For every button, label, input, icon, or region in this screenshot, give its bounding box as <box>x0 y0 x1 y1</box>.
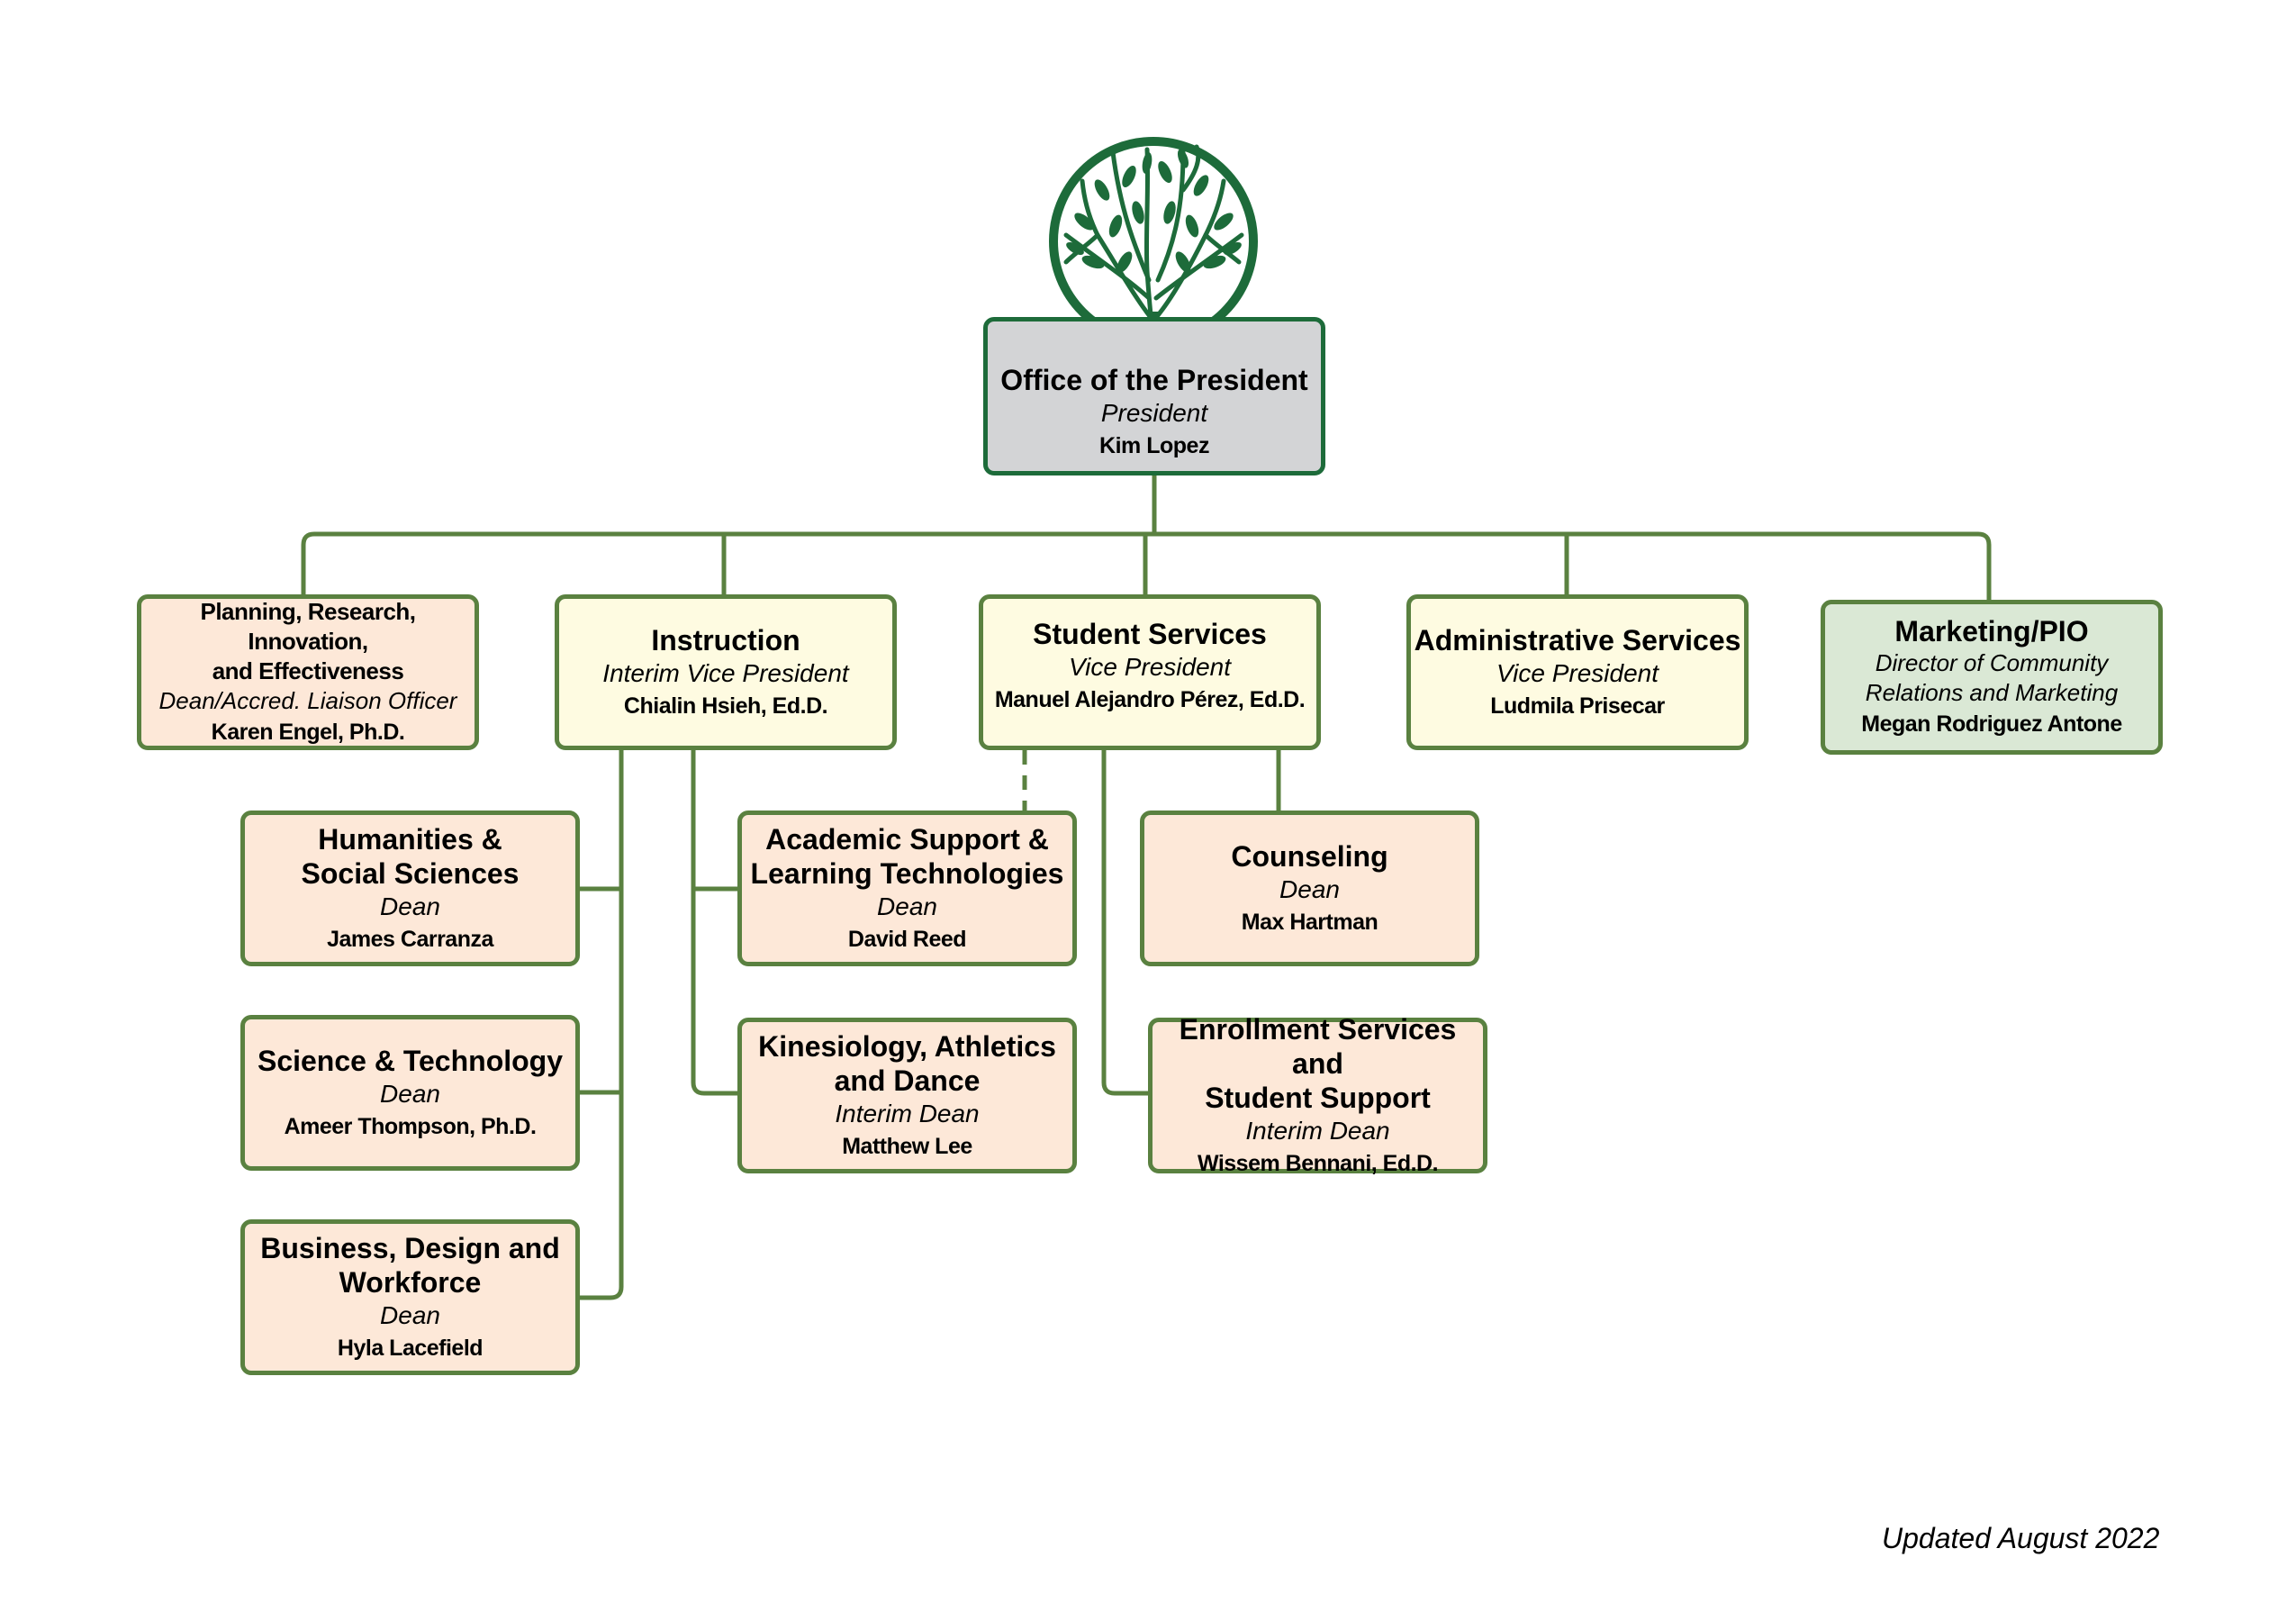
unit-title-line: Humanities & <box>318 822 502 856</box>
unit-title-line: Business, Design and <box>260 1231 560 1264</box>
unit-title-line: Learning Technologies <box>750 856 1064 890</box>
division-unit: Administrative Services <box>1414 623 1741 657</box>
unit-box-humanities: Humanities & Social Sciences Dean James … <box>240 810 580 966</box>
unit-title-line: Science & Technology <box>257 1044 564 1077</box>
unit-role: Dean <box>1279 874 1340 903</box>
division-role: Vice President <box>1496 658 1659 687</box>
division-unit: Student Services <box>1033 617 1267 650</box>
unit-role: Dean <box>380 892 440 920</box>
unit-box-science-technology: Science & Technology Dean Ameer Thompson… <box>240 1015 580 1171</box>
connector-ss-trunk <box>1101 750 1148 1096</box>
division-box-instruction: Instruction Interim Vice President Chial… <box>555 594 897 750</box>
division-box-marketing: Marketing/PIO Director of Community Rela… <box>1821 600 2163 755</box>
unit-role: Dean <box>877 892 937 920</box>
unit-title-line: Counseling <box>1231 839 1388 873</box>
unit-name: David Reed <box>847 926 967 952</box>
division-role: Dean/Accred. Liaison Officer <box>158 686 457 714</box>
unit-name: Hyla Lacefield <box>337 1335 484 1361</box>
unit-role: Dean <box>380 1079 440 1108</box>
unit-role: Interim Dean <box>835 1099 980 1127</box>
president-role: President <box>1100 399 1208 427</box>
unit-box-kinesiology: Kinesiology, Athletics and Dance Interim… <box>737 1018 1077 1173</box>
division-box-planning: Planning, Research, Innovation, and Effe… <box>137 594 479 750</box>
unit-title-line: Kinesiology, Athletics <box>758 1029 1056 1063</box>
division-unit-line: Planning, Research, Innovation, <box>200 597 416 655</box>
unit-box-business-design-workforce: Business, Design and Workforce Dean Hyla… <box>240 1219 580 1375</box>
division-box-administrative-services: Administrative Services Vice President L… <box>1406 594 1749 750</box>
division-name: Megan Rodriguez Antone <box>1861 711 2122 737</box>
unit-title-line: and Dance <box>834 1064 981 1097</box>
connector-instruction-right-trunk <box>691 750 737 1096</box>
division-role: Interim Vice President <box>602 658 849 687</box>
unit-name: James Carranza <box>327 926 493 952</box>
unit-role: Interim Dean <box>1245 1116 1390 1145</box>
unit-name: Wissem Bennani, Ed.D. <box>1197 1150 1439 1176</box>
unit-title-line: Social Sciences <box>301 856 520 890</box>
unit-title-line: Enrollment Services and <box>1179 1012 1457 1080</box>
unit-role: Dean <box>380 1300 440 1329</box>
unit-name: Max Hartman <box>1241 909 1379 935</box>
division-name: Ludmila Prisecar <box>1490 693 1665 719</box>
division-role-line: Relations and Marketing <box>1865 679 2119 706</box>
unit-title-line: Workforce <box>339 1265 482 1299</box>
division-name: Chialin Hsieh, Ed.D. <box>623 693 828 719</box>
unit-box-counseling: Counseling Dean Max Hartman <box>1140 810 1479 966</box>
division-role: Vice President <box>1068 652 1232 681</box>
connector-instruction-left-trunk <box>580 750 624 1300</box>
unit-box-academic-support: Academic Support & Learning Technologies… <box>737 810 1077 966</box>
division-name: Karen Engel, Ph.D. <box>211 719 405 745</box>
unit-box-enrollment-services: Enrollment Services and Student Support … <box>1148 1013 1487 1176</box>
president-name: Kim Lopez <box>1099 433 1209 458</box>
division-unit-line: and Effectiveness <box>212 657 404 684</box>
president-unit: Office of the President <box>1000 364 1308 396</box>
updated-date: Updated August 2022 <box>1882 1522 2160 1554</box>
unit-name: Matthew Lee <box>842 1133 972 1159</box>
division-unit: Instruction <box>651 623 800 657</box>
division-box-student-services: Student Services Vice President Manuel A… <box>979 594 1321 750</box>
division-unit: Marketing/PIO <box>1894 615 2089 647</box>
division-name: Manuel Alejandro Pérez, Ed.D. <box>994 686 1306 712</box>
president-box: Office of the President President Kim Lo… <box>983 317 1325 475</box>
unit-title-line: Student Support <box>1205 1081 1431 1114</box>
unit-title-line: Academic Support & <box>765 822 1049 856</box>
unit-name: Ameer Thompson, Ph.D. <box>284 1113 537 1139</box>
division-role-line: Director of Community <box>1875 649 2109 676</box>
tree-logo-icon <box>1049 137 1258 346</box>
